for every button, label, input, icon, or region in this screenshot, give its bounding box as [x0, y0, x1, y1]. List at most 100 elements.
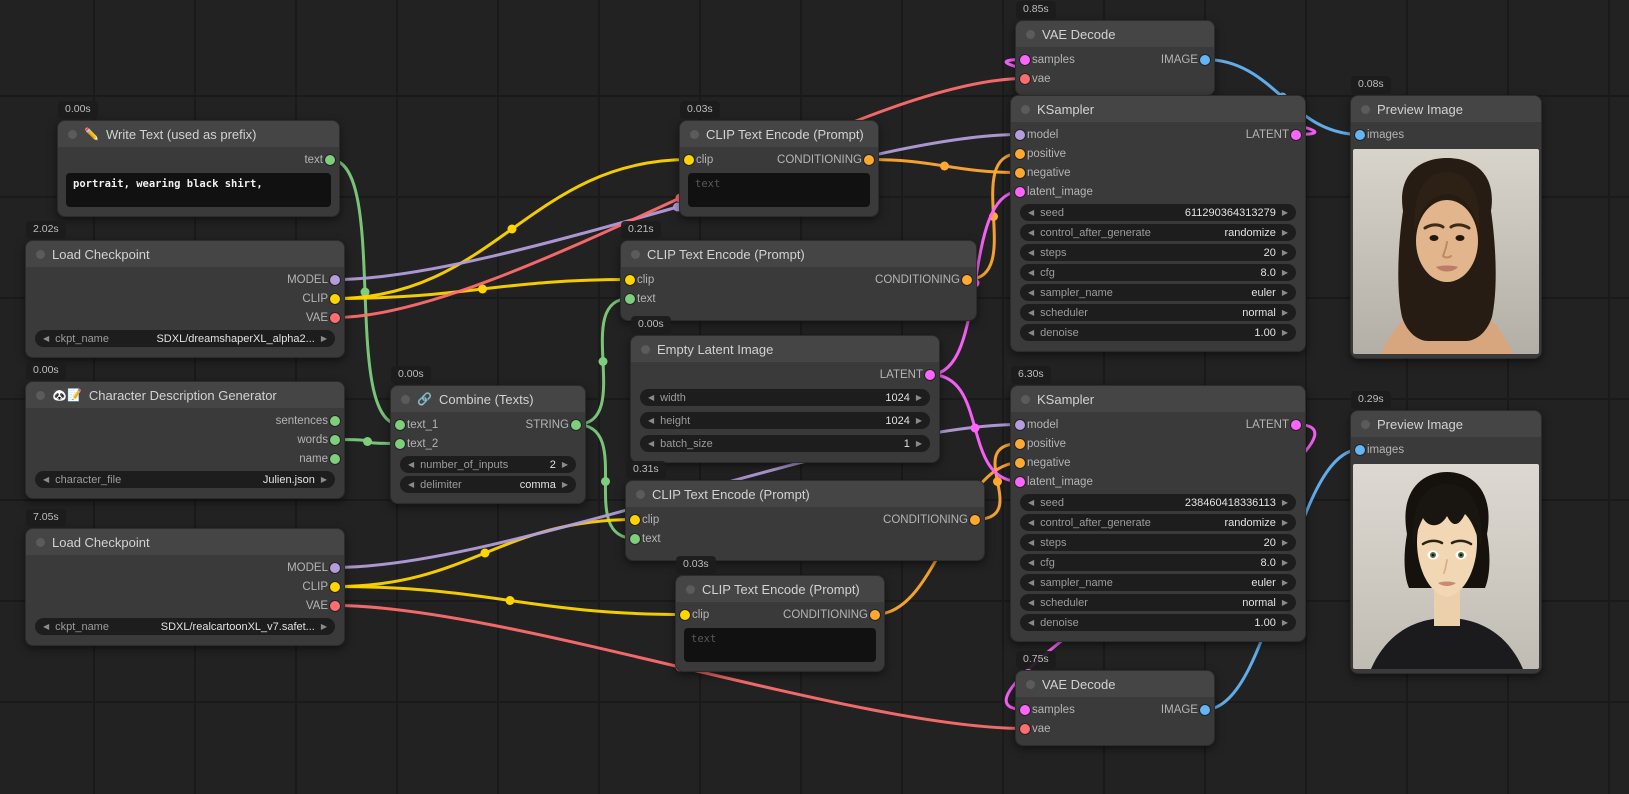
ckpt-name-widget[interactable]: ◀ ckpt_name SDXL/dreamshaperXL_alpha2...…: [35, 330, 335, 347]
image-output-slot[interactable]: [1200, 54, 1210, 65]
clip-output-slot[interactable]: [330, 293, 340, 304]
node-title-bar[interactable]: VAE Decode: [1016, 21, 1214, 47]
conditioning-output-slot[interactable]: [970, 514, 980, 525]
steps-widget[interactable]: ◀ steps 20 ▶: [1020, 534, 1296, 551]
next-arrow-icon[interactable]: ▶: [1281, 247, 1288, 257]
sentences-output-slot[interactable]: [330, 415, 340, 426]
node-title-bar[interactable]: CLIP Text Encode (Prompt): [676, 576, 884, 602]
next-arrow-icon[interactable]: ▶: [1281, 597, 1288, 607]
collapse-dot[interactable]: [1026, 29, 1035, 39]
prev-arrow-icon[interactable]: ◀: [648, 392, 655, 402]
collapse-dot[interactable]: [690, 129, 699, 139]
number-of-inputs-widget[interactable]: ◀ number_of_inputs 2 ▶: [400, 456, 576, 473]
prompt-text-area[interactable]: portrait, wearing black shirt,: [66, 173, 331, 207]
collapse-dot[interactable]: [1361, 419, 1370, 429]
prev-arrow-icon[interactable]: ◀: [1028, 577, 1035, 587]
delimiter-widget[interactable]: ◀ delimiter comma ▶: [400, 476, 576, 493]
prev-arrow-icon[interactable]: ◀: [1028, 557, 1035, 567]
seed-widget[interactable]: ◀ seed 611290364313279 ▶: [1020, 204, 1296, 221]
node-combine-texts[interactable]: 0.00s 🔗 Combine (Texts) text_1 STRING te…: [390, 366, 586, 504]
prev-arrow-icon[interactable]: ◀: [648, 415, 655, 425]
prev-arrow-icon[interactable]: ◀: [1028, 227, 1035, 237]
clip-input-slot[interactable]: [684, 154, 694, 165]
node-title-bar[interactable]: 🐼📝 Character Description Generator: [26, 382, 344, 408]
collapse-dot[interactable]: [1361, 104, 1370, 114]
node-preview-image-2[interactable]: 0.29s Preview Image images: [1350, 391, 1542, 674]
next-arrow-icon[interactable]: ▶: [1281, 537, 1288, 547]
next-arrow-icon[interactable]: ▶: [915, 438, 922, 448]
text-input-slot[interactable]: [625, 293, 635, 304]
node-title-bar[interactable]: ✏️ Write Text (used as prefix): [58, 121, 339, 147]
node-clip-text-encode-positive-2[interactable]: 0.31s CLIP Text Encode (Prompt) clip CON…: [625, 461, 985, 561]
preview-image-output[interactable]: [1353, 149, 1539, 354]
scheduler-widget[interactable]: ◀ scheduler normal ▶: [1020, 594, 1296, 611]
clip-input-slot[interactable]: [630, 514, 640, 525]
conditioning-output-slot[interactable]: [870, 609, 880, 620]
conditioning-output-slot[interactable]: [962, 274, 972, 285]
node-title-bar[interactable]: 🔗 Combine (Texts): [391, 386, 585, 412]
collapse-dot[interactable]: [36, 390, 45, 400]
next-arrow-icon[interactable]: ▶: [320, 621, 327, 631]
conditioning-output-slot[interactable]: [864, 154, 874, 165]
character-file-widget[interactable]: ◀ character_file Julien.json ▶: [35, 471, 335, 488]
node-title-bar[interactable]: KSampler: [1011, 96, 1305, 122]
words-output-slot[interactable]: [330, 434, 340, 445]
prev-arrow-icon[interactable]: ◀: [408, 459, 415, 469]
prompt-text-area[interactable]: text: [684, 628, 876, 662]
positive-input-slot[interactable]: [1015, 148, 1025, 159]
control-after-generate-widget[interactable]: ◀ control_after_generate randomize ▶: [1020, 224, 1296, 241]
prev-arrow-icon[interactable]: ◀: [1028, 617, 1035, 627]
node-title-bar[interactable]: Preview Image: [1351, 96, 1541, 122]
next-arrow-icon[interactable]: ▶: [915, 392, 922, 402]
negative-input-slot[interactable]: [1015, 167, 1025, 178]
seed-widget[interactable]: ◀ seed 238460418336113 ▶: [1020, 494, 1296, 511]
node-write-text[interactable]: 0.00s ✏️ Write Text (used as prefix) tex…: [57, 101, 340, 217]
collapse-dot[interactable]: [36, 537, 45, 547]
prev-arrow-icon[interactable]: ◀: [1028, 517, 1035, 527]
collapse-dot[interactable]: [401, 394, 410, 404]
images-input-slot[interactable]: [1355, 444, 1365, 455]
node-clip-text-encode-positive-1[interactable]: 0.21s CLIP Text Encode (Prompt) clip CON…: [620, 221, 977, 321]
vae-input-slot[interactable]: [1020, 723, 1030, 734]
collapse-dot[interactable]: [1021, 104, 1030, 114]
prev-arrow-icon[interactable]: ◀: [1028, 597, 1035, 607]
cfg-widget[interactable]: ◀ cfg 8.0 ▶: [1020, 554, 1296, 571]
text-2-input-slot[interactable]: [395, 438, 405, 449]
ckpt-name-widget[interactable]: ◀ ckpt_name SDXL/realcartoonXL_v7.safet.…: [35, 618, 335, 635]
vae-input-slot[interactable]: [1020, 73, 1030, 84]
clip-input-slot[interactable]: [625, 274, 635, 285]
vae-output-slot[interactable]: [330, 600, 340, 611]
image-output-slot[interactable]: [1200, 704, 1210, 715]
latent-output-slot[interactable]: [925, 369, 935, 380]
node-title-bar[interactable]: VAE Decode: [1016, 671, 1214, 697]
node-ksampler-2[interactable]: 6.30s KSampler model LATENT positive neg…: [1010, 366, 1306, 642]
collapse-dot[interactable]: [631, 249, 640, 259]
positive-input-slot[interactable]: [1015, 438, 1025, 449]
node-title-bar[interactable]: CLIP Text Encode (Prompt): [626, 481, 984, 507]
next-arrow-icon[interactable]: ▶: [320, 474, 327, 484]
cfg-widget[interactable]: ◀ cfg 8.0 ▶: [1020, 264, 1296, 281]
name-output-slot[interactable]: [330, 453, 340, 464]
scheduler-widget[interactable]: ◀ scheduler normal ▶: [1020, 304, 1296, 321]
latent-image-input-slot[interactable]: [1015, 186, 1025, 197]
node-character-description-generator[interactable]: 0.00s 🐼📝 Character Description Generator…: [25, 362, 345, 499]
negative-input-slot[interactable]: [1015, 457, 1025, 468]
latent-output-slot[interactable]: [1291, 129, 1301, 140]
node-load-checkpoint-1[interactable]: 2.02s Load Checkpoint MODEL CLIP VAE ◀ c…: [25, 221, 345, 358]
node-title-bar[interactable]: Preview Image: [1351, 411, 1541, 437]
node-empty-latent-image[interactable]: 0.00s Empty Latent Image LATENT ◀ width …: [630, 316, 940, 463]
node-vae-decode-2[interactable]: 0.75s VAE Decode samples IMAGE vae: [1015, 651, 1215, 746]
vae-output-slot[interactable]: [330, 312, 340, 323]
model-input-slot[interactable]: [1015, 419, 1025, 430]
images-input-slot[interactable]: [1355, 129, 1365, 140]
next-arrow-icon[interactable]: ▶: [561, 479, 568, 489]
prev-arrow-icon[interactable]: ◀: [1028, 497, 1035, 507]
prompt-text-area[interactable]: text: [688, 173, 870, 207]
prev-arrow-icon[interactable]: ◀: [1028, 267, 1035, 277]
next-arrow-icon[interactable]: ▶: [1281, 307, 1288, 317]
node-vae-decode-1[interactable]: 0.85s VAE Decode samples IMAGE vae: [1015, 1, 1215, 96]
prev-arrow-icon[interactable]: ◀: [1028, 537, 1035, 547]
prev-arrow-icon[interactable]: ◀: [1028, 207, 1035, 217]
next-arrow-icon[interactable]: ▶: [1281, 327, 1288, 337]
